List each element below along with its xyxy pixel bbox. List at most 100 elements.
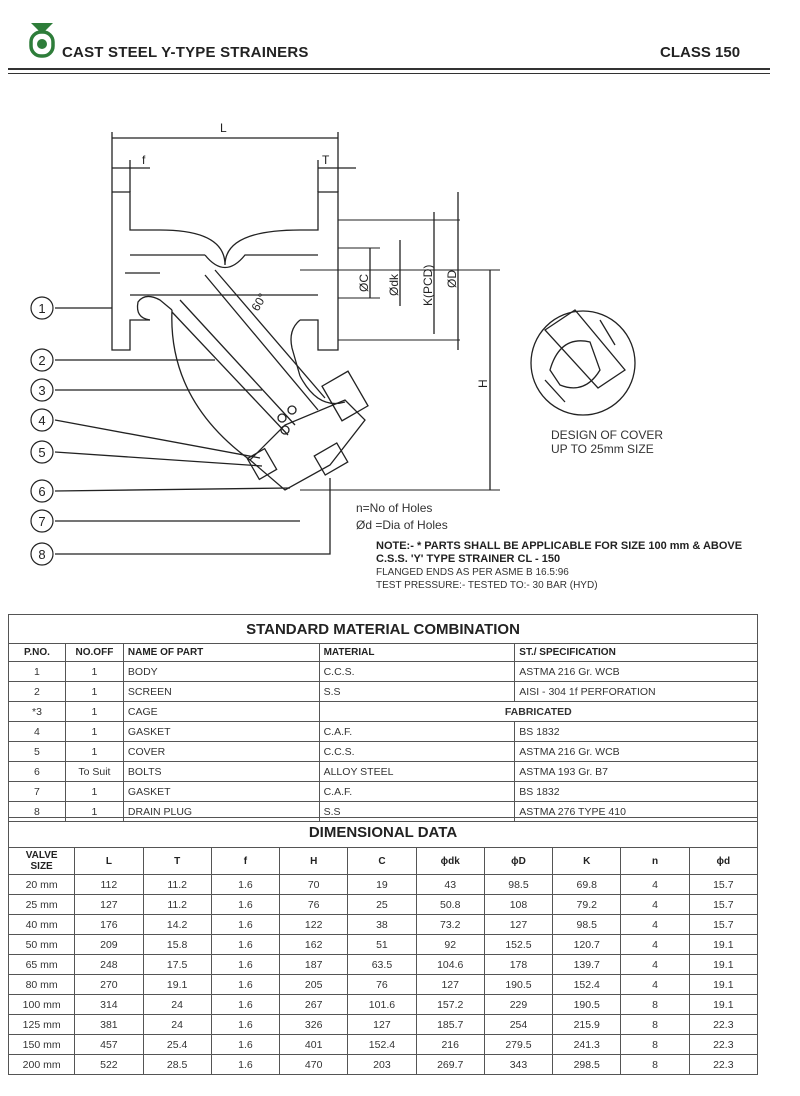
valve-size-cell: 125 mm <box>7 1014 76 1035</box>
dimension-cell: 73.2 <box>415 914 485 935</box>
dimension-cell: 1.6 <box>210 1054 281 1075</box>
dimension-cell: 401 <box>279 1034 349 1055</box>
dimension-cell: 108 <box>483 894 554 915</box>
dimension-cell: 22.3 <box>688 1034 759 1055</box>
dimension-cell: 11.2 <box>142 894 212 915</box>
dimension-cell: 457 <box>74 1034 144 1055</box>
valve-size-cell: 50 mm <box>7 934 76 955</box>
strainer-drawing: L f T ØC Ødk K(PCD) ØD H 60° 1 2 3 4 5 6… <box>30 121 636 566</box>
dimension-cell: 152.5 <box>483 934 554 955</box>
callout-8: 8 <box>38 547 45 562</box>
dimension-cell: 51 <box>347 934 417 955</box>
note-test-pressure: TEST PRESSURE:- TESTED TO:- 30 BAR (HYD) <box>376 580 598 591</box>
dimension-cell: 8 <box>620 1034 690 1055</box>
dimension-cell: 19.1 <box>688 954 759 975</box>
dimension-cell: 522 <box>74 1054 144 1075</box>
valve-size-header: VALVE SIZE <box>7 847 76 875</box>
table-row: 2 1 SCREEN S.S AISI - 304 1f PERFORATION <box>8 681 758 702</box>
dimension-cell: 101.6 <box>347 994 417 1015</box>
dimension-cell: 19.1 <box>142 974 212 995</box>
dimension-cell: 178 <box>483 954 554 975</box>
dimension-cell: 122 <box>279 914 349 935</box>
dimension-cell: 4 <box>620 974 690 995</box>
valve-size-cell: 100 mm <box>7 994 76 1015</box>
dimension-cell: 152.4 <box>552 974 622 995</box>
dimension-cell: 139.7 <box>552 954 622 975</box>
dimension-cell: 209 <box>74 934 144 955</box>
table-row: *3 1 CAGE FABRICATED <box>8 701 759 722</box>
dimension-cell: 1.6 <box>210 954 281 975</box>
callout-5: 5 <box>38 445 45 460</box>
dimension-cell: 1.6 <box>210 974 281 995</box>
dimension-cell: 314 <box>74 994 144 1015</box>
dimension-cell: 162 <box>279 934 349 955</box>
dimension-cell: 190.5 <box>552 994 622 1015</box>
dimension-cell: 203 <box>347 1054 417 1075</box>
dimension-cell: 4 <box>620 874 690 895</box>
material-header-row: P.NO. NO.OFF NAME OF PART MATERIAL ST./ … <box>8 643 758 662</box>
valve-size-cell: 65 mm <box>7 954 76 975</box>
dimension-cell: 127 <box>74 894 144 915</box>
dimension-cell: 112 <box>74 874 144 895</box>
dimension-cell: 25 <box>347 894 417 915</box>
dimension-cell: 76 <box>279 894 349 915</box>
note-flanged-ends: FLANGED ENDS AS PER ASME B 16.5:96 <box>376 567 569 578</box>
dimension-cell: 248 <box>74 954 144 975</box>
dimension-cell: 63.5 <box>347 954 417 975</box>
valve-size-cell: 25 mm <box>7 894 76 915</box>
dimensional-table-title: DIMENSIONAL DATA <box>8 817 758 848</box>
dimension-cell: 1.6 <box>210 934 281 955</box>
dimension-cell: 15.7 <box>688 914 759 935</box>
dimension-cell: 4 <box>620 934 690 955</box>
dimension-cell: 229 <box>483 994 554 1015</box>
valve-size-cell: 150 mm <box>7 1034 76 1055</box>
dimension-cell: 127 <box>347 1014 417 1035</box>
dimension-cell: 19.1 <box>688 934 759 955</box>
dimensional-table: DIMENSIONAL DATA VALVE SIZE L T f H C ϕd… <box>7 817 759 1075</box>
table-row: 6 To Suit BOLTS ALLOY STEEL ASTMA 193 Gr… <box>8 761 758 782</box>
dimension-cell: 8 <box>620 1014 690 1035</box>
class-label: CLASS 150 <box>660 44 741 61</box>
page-title: CAST STEEL Y-TYPE STRAINERS <box>62 44 309 61</box>
dim-label-k: K(PCD) <box>421 265 435 306</box>
dimension-cell: 50.8 <box>415 894 485 915</box>
dimension-cell: 8 <box>620 1054 690 1075</box>
table-row: 7 1 GASKET C.A.F. BS 1832 <box>8 781 758 802</box>
dim-label-t: T <box>322 153 330 167</box>
dimension-cell: 76 <box>347 974 417 995</box>
dimension-cell: 127 <box>415 974 485 995</box>
dimension-cell: 4 <box>620 954 690 975</box>
angle-label: 60° <box>248 291 269 314</box>
callout-2: 2 <box>38 353 45 368</box>
callout-4: 4 <box>38 413 45 428</box>
dimension-cell: 24 <box>142 1014 212 1035</box>
dimension-cell: 381 <box>74 1014 144 1035</box>
dimension-cell: 241.3 <box>552 1034 622 1055</box>
cover-detail-view <box>530 310 636 416</box>
dimension-cell: 98.5 <box>483 874 554 895</box>
company-logo-icon <box>29 23 55 58</box>
dimension-cell: 11.2 <box>142 874 212 895</box>
callout-6: 6 <box>38 484 45 499</box>
dimension-cell: 70 <box>279 874 349 895</box>
dimension-cell: 1.6 <box>210 1034 281 1055</box>
dimension-cell: 98.5 <box>552 914 622 935</box>
dimension-cell: 157.2 <box>415 994 485 1015</box>
dimension-cell: 120.7 <box>552 934 622 955</box>
table-row: 8 1 DRAIN PLUG S.S ASTMA 276 TYPE 410 <box>8 801 758 822</box>
header-rule-thin <box>8 73 770 74</box>
material-table: STANDARD MATERIAL COMBINATION P.NO. NO.O… <box>8 614 759 822</box>
note-strainer: C.S.S. 'Y' TYPE STRAINER CL - 150 <box>376 553 561 565</box>
dimension-cell: 79.2 <box>552 894 622 915</box>
valve-size-cell: 40 mm <box>7 914 76 935</box>
table-row: 5 1 COVER C.C.S. ASTMA 216 Gr. WCB <box>8 741 758 762</box>
dimension-cell: 4 <box>620 914 690 935</box>
table-row: 1 1 BODY C.C.S. ASTMA 216 Gr. WCB <box>8 661 758 682</box>
dimension-cell: 19.1 <box>688 994 759 1015</box>
dimension-cell: 4 <box>620 894 690 915</box>
dimension-cell: 1.6 <box>210 894 281 915</box>
